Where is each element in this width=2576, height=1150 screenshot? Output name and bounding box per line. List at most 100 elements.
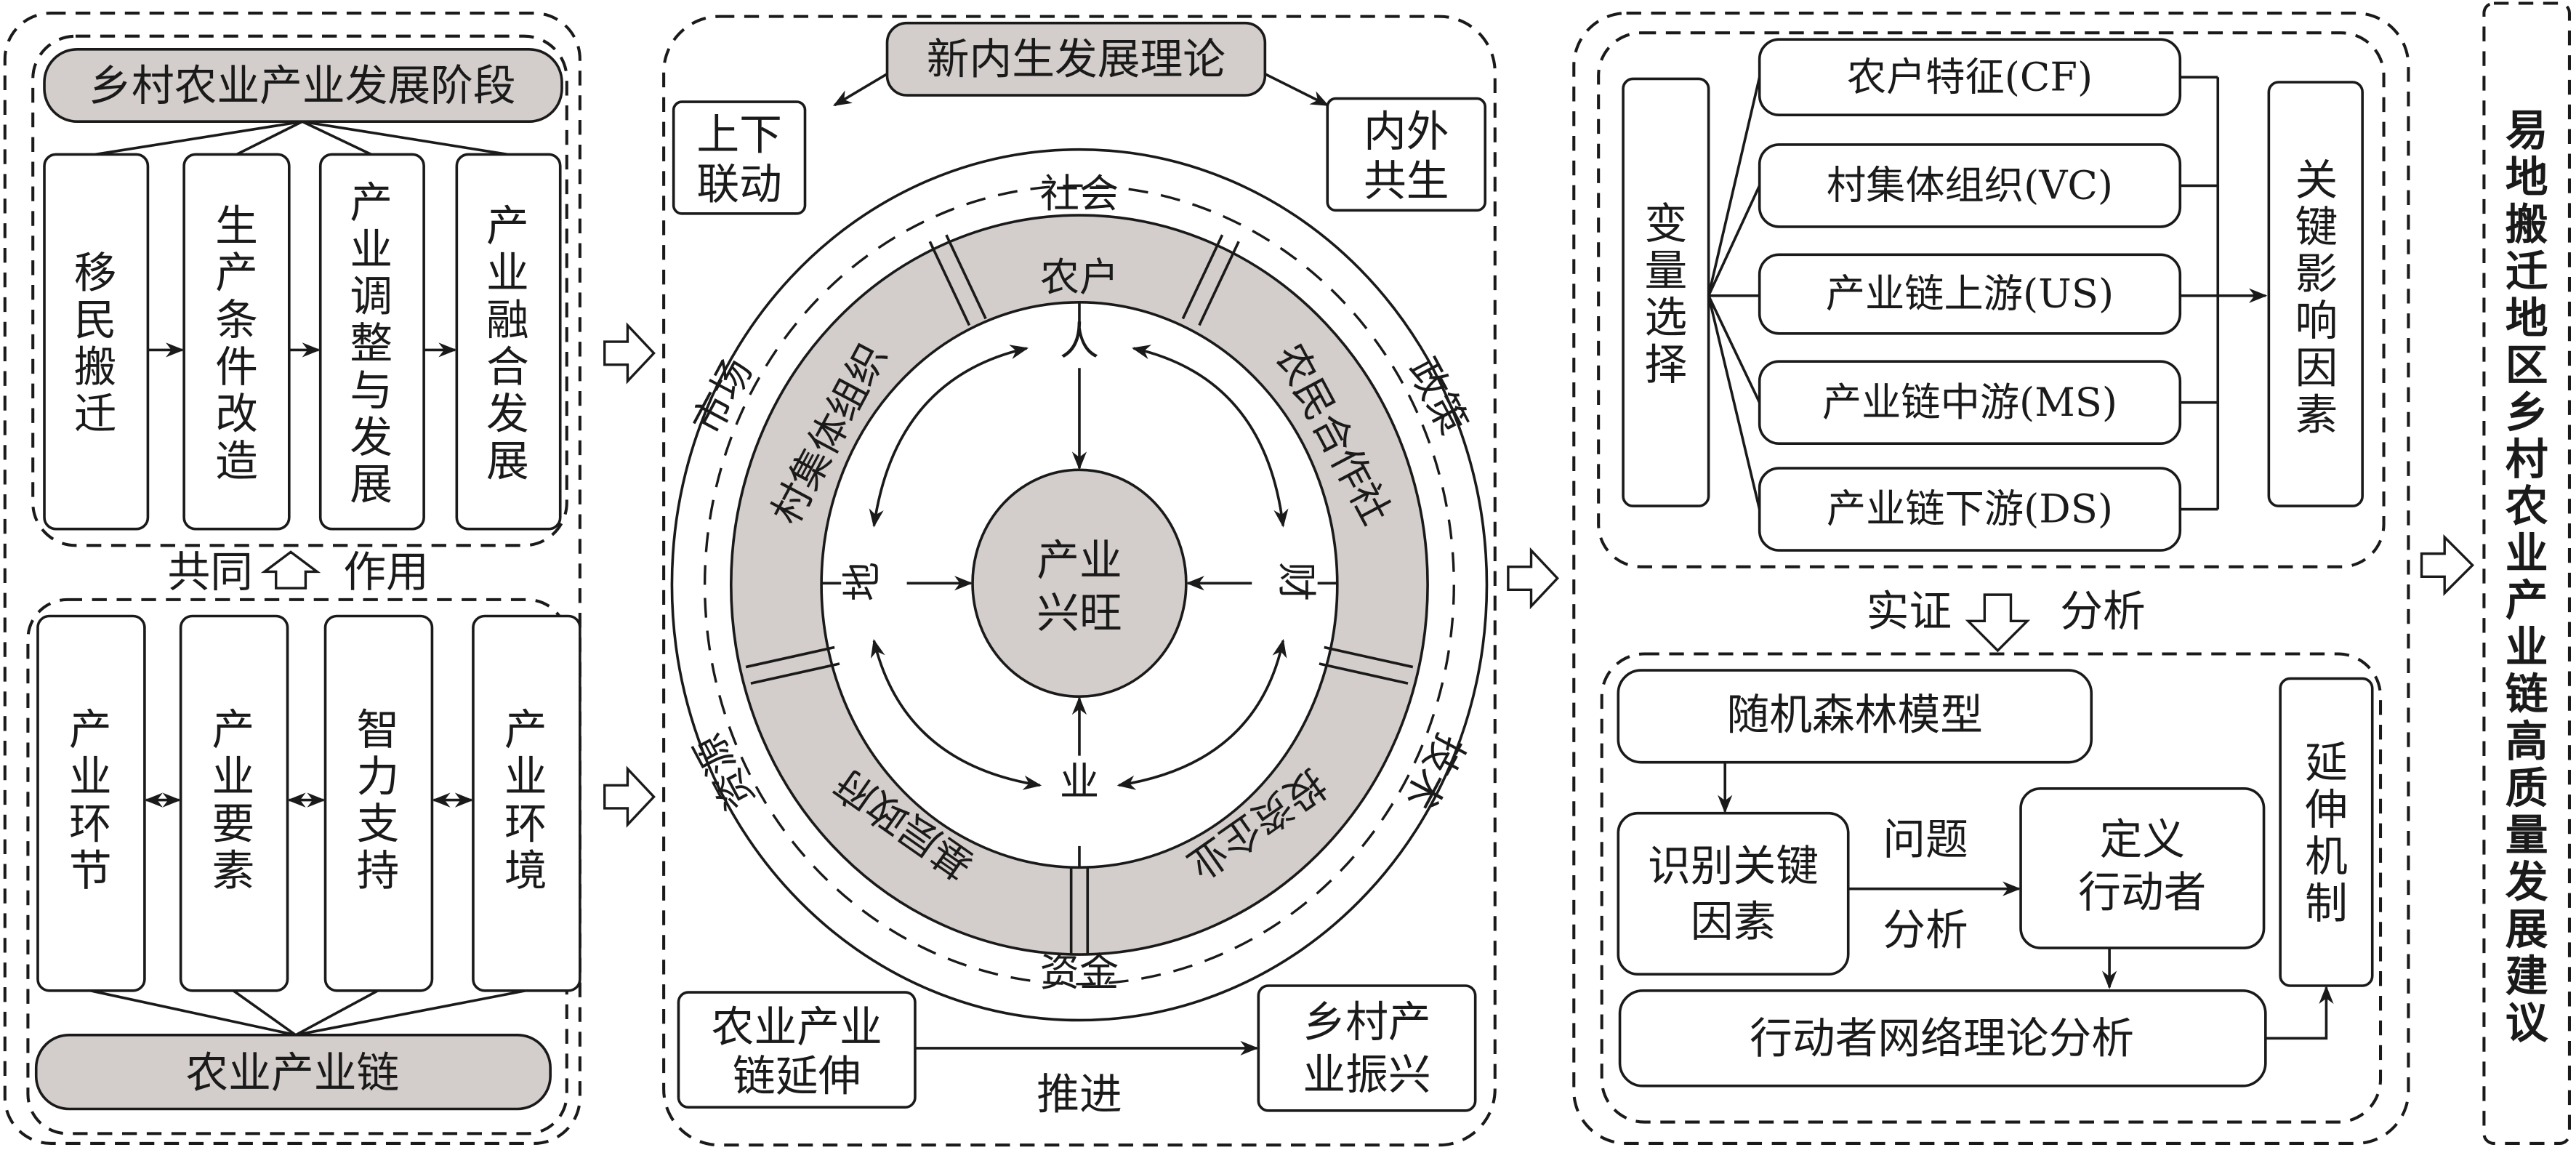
right-panel: 变量选择 农户特征(CF) 村集体组织(VC) 产业链上游(US) 产业链中游(…	[1572, 12, 2410, 1145]
outer-ring	[670, 148, 1489, 1022]
chain-connectors	[89, 989, 526, 1037]
actor-label-farmers: 农户	[1040, 254, 1119, 300]
variables-group-border	[1597, 31, 2386, 568]
chain-extension-line-1: 农业产业	[712, 1002, 882, 1052]
conclusion-border	[2482, 1, 2571, 1145]
stage-label-4: 产业融合发展	[486, 201, 529, 486]
hollow-right-arrow-icon	[1507, 547, 1560, 610]
selection-fan-lines	[1707, 76, 1761, 510]
left-panel-outer-border	[3, 12, 581, 1145]
variable-box-5: 产业链下游(DS)	[1758, 467, 2182, 552]
element-label-1: 产业环节	[69, 704, 112, 896]
arc-finance-industry	[1116, 638, 1287, 790]
analysis-label: 分析	[1883, 905, 1968, 955]
ring-label-capital: 资金	[1040, 949, 1119, 995]
chain-extension-line-2: 链延伸	[733, 1051, 861, 1101]
symbiosis-line-2: 共生	[1364, 156, 1449, 206]
variable-label-2: 村集体组织(VC)	[1827, 162, 2113, 208]
define-line-1: 定义	[2100, 814, 2186, 864]
stages-group-border	[31, 34, 568, 547]
theory-title: 新内生发展理论	[927, 34, 1225, 84]
joint-label-left: 共同	[168, 547, 254, 597]
stage-label-1: 移民搬迁	[74, 248, 117, 439]
linkage-box	[672, 100, 807, 215]
empirical-label-right: 分析	[2060, 586, 2146, 636]
identify-line-2: 因素	[1691, 896, 1776, 946]
identify-factors-box	[1617, 811, 1850, 976]
hollow-right-arrow-icon	[2420, 534, 2475, 596]
left-panel: 乡村农业产业发展阶段 移民搬迁 生产条件改造 产业调整与发展 产业融合发展 共同	[3, 12, 581, 1145]
variable-label-3: 产业链上游(US)	[1826, 271, 2114, 317]
theory-arrow-right	[1264, 73, 1329, 107]
push-label: 推进	[1037, 1069, 1122, 1119]
middle-panel-border	[662, 15, 1497, 1147]
dashed-ring	[703, 184, 1455, 986]
theory-title-box	[885, 21, 1267, 97]
center-line-2: 兴旺	[1037, 587, 1122, 638]
node-industry: 业	[1060, 759, 1099, 805]
variable-label-4: 产业链中游(MS)	[1822, 379, 2117, 425]
define-line-2: 行动者	[2078, 867, 2206, 917]
symbiosis-line-1: 内外	[1364, 106, 1449, 156]
ring-dividers	[745, 234, 1414, 955]
hollow-right-arrow-icon	[603, 765, 656, 828]
symbiosis-box	[1326, 97, 1487, 212]
element-label-3: 智力支持	[356, 704, 399, 896]
element-label-2: 产业要素	[212, 704, 255, 896]
key-factors-box	[2267, 81, 2364, 507]
rf-model-box	[1617, 669, 2093, 764]
rural-revitalization-line-1: 乡村产	[1303, 997, 1430, 1047]
ring-label-market: 市场	[684, 350, 762, 441]
center-line-1: 产业	[1037, 535, 1122, 585]
stage-box-2: 生产条件改造	[182, 153, 291, 531]
problem-label: 问题	[1883, 814, 1968, 864]
chain-extension-box	[677, 991, 917, 1109]
conclusion-label: 易地搬迁地区乡村农业产业链高质量发展建议	[2505, 105, 2549, 1048]
ring-label-technology: 技术	[1396, 726, 1473, 817]
ring-label-society: 社会	[1040, 171, 1119, 217]
element-box-2: 产业要素	[179, 614, 289, 992]
node-finance: 财	[1273, 562, 1319, 601]
middle-panel: 新内生发展理论 上下 联动 内外 共生 社会 市场 政策	[662, 15, 1497, 1147]
element-label-4: 产业环境	[504, 704, 547, 896]
ant-analysis-label: 行动者网络理论分析	[1750, 1013, 2134, 1063]
rural-revitalization-line-2: 业振兴	[1303, 1049, 1430, 1099]
node-land: 地	[840, 562, 885, 601]
linkage-line-2: 联动	[696, 158, 782, 209]
variable-selection-label: 变量选择	[1644, 198, 1687, 390]
variables-merge-bracket	[2180, 76, 2268, 511]
identify-line-1: 识别关键	[1648, 840, 1819, 890]
variable-box-2: 村集体组织(VC)	[1758, 143, 2182, 228]
joint-label-right: 作用	[343, 547, 429, 597]
stage-label-2: 生产条件改造	[215, 201, 258, 486]
element-box-4: 产业环境	[472, 614, 581, 992]
stage-label-3: 产业调整与发展	[350, 177, 393, 510]
hollow-down-arrow-icon	[1965, 593, 2031, 653]
ring-label-resources: 资源	[685, 726, 763, 817]
variable-box-3: 产业链上游(US)	[1758, 253, 2182, 335]
rf-model-label: 随机森林模型	[1727, 689, 1984, 739]
stages-connectors	[94, 120, 508, 156]
define-actors-box	[2019, 787, 2266, 949]
variable-label-5: 产业链下游(DS)	[1827, 486, 2113, 532]
key-factors-label: 关键影响因素	[2295, 155, 2338, 440]
stage-box-4: 产业融合发展	[455, 153, 562, 531]
linkage-line-1: 上下	[696, 110, 782, 160]
arc-people-land	[869, 345, 1029, 528]
theory-arrow-left	[833, 73, 888, 107]
variable-label-1: 农户特征(CF)	[1847, 54, 2093, 100]
node-people: 人	[1060, 318, 1099, 364]
hollow-up-arrow-icon	[260, 550, 321, 590]
element-box-3: 智力支持	[323, 614, 434, 992]
arrow-ant-extension	[2265, 985, 2334, 1040]
arc-people-finance	[1132, 345, 1289, 528]
stages-title: 乡村农业产业发展阶段	[89, 60, 516, 110]
variable-box-4: 产业链中游(MS)	[1758, 360, 2182, 446]
chain-title: 农业产业链	[185, 1048, 399, 1098]
conclusion-panel: 易地搬迁地区乡村农业产业链高质量发展建议	[2482, 1, 2571, 1145]
analysis-group-border	[1600, 652, 2383, 1124]
stage-box-1: 移民搬迁	[43, 153, 150, 531]
stage-box-3: 产业调整与发展	[318, 153, 425, 531]
chain-title-box	[34, 1033, 552, 1111]
